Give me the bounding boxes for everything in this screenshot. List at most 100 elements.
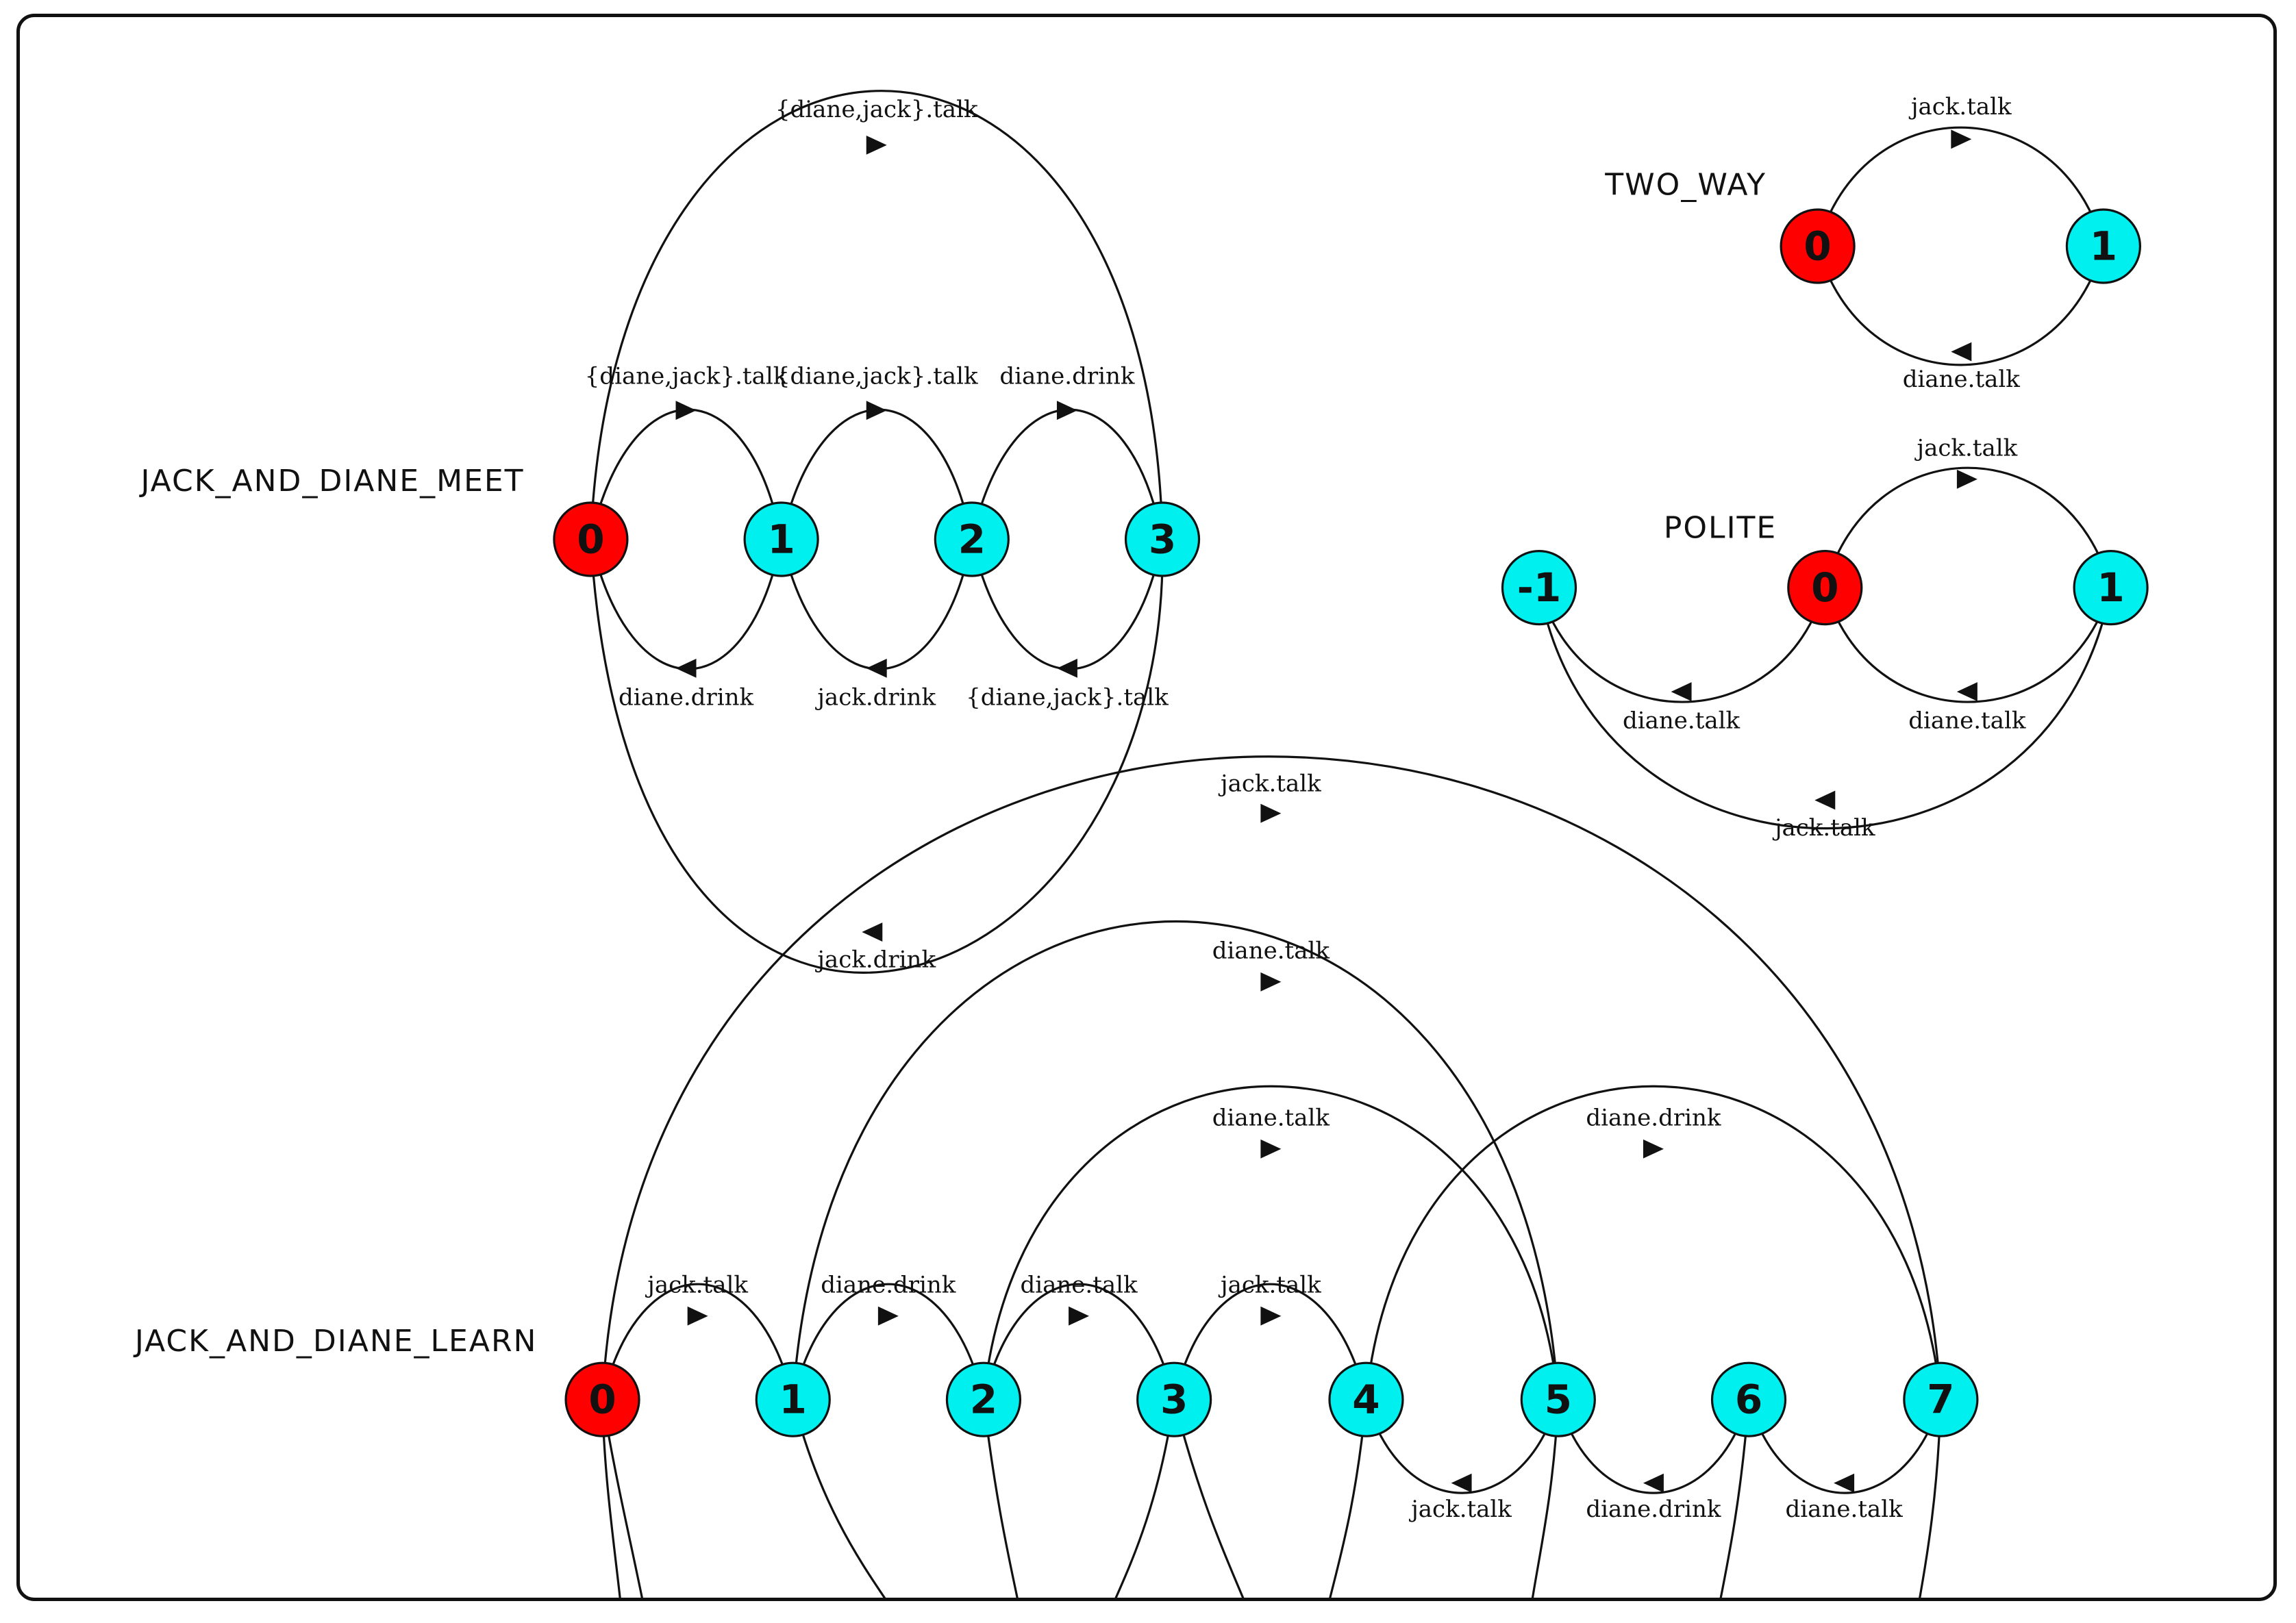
state-number: 3 <box>1160 1376 1188 1423</box>
meet-state-node: 1 <box>743 501 819 577</box>
learn-edge-arrow <box>1260 972 1282 992</box>
learn-edge-arrow <box>1260 1139 1282 1159</box>
learn-edge-arrow <box>1260 803 1282 823</box>
learn-state-node: 6 <box>1710 1361 1787 1437</box>
state-number: 6 <box>1735 1376 1762 1423</box>
diagram-frame <box>16 14 2277 1601</box>
transition-label: jack.talk <box>1914 435 2018 462</box>
learn-edge-4-to-7 <box>1364 1085 1942 1400</box>
transition-label: jack.talk <box>1218 1271 1321 1298</box>
two_way-edge-arrow <box>1951 342 1972 362</box>
polite-edge-arrow <box>1956 682 1977 701</box>
learn-edge-truncated <box>792 1399 895 1598</box>
two_way-state-node: 0 <box>1780 208 1856 284</box>
transition-label: jack.talk <box>1408 1496 1512 1523</box>
transition-label: jack.talk <box>1218 770 1321 798</box>
meet-edge-3-to-0 <box>589 539 1164 974</box>
meet-edge-arrow <box>866 658 887 678</box>
transition-label: diane.talk <box>1786 1496 1904 1523</box>
polite-edge-0-to-1 <box>1823 466 2112 588</box>
meet-state-node: 2 <box>934 501 1010 577</box>
learn-edge-truncated <box>1325 1399 1368 1598</box>
learn-edge-arrow <box>1260 1306 1282 1326</box>
transition-label: diane.drink <box>821 1271 956 1298</box>
meet-edge-arrow <box>866 135 887 155</box>
polite-edge-arrow <box>1814 790 1836 810</box>
learn-edge-5-to-4 <box>1364 1399 1560 1494</box>
polite-state-node: -1 <box>1501 550 1577 626</box>
transition-label: diane.talk <box>1212 1105 1330 1132</box>
state-number: -1 <box>1517 564 1561 611</box>
transition-label: diane.talk <box>1212 938 1330 965</box>
learn-edge-7-to-6 <box>1747 1399 1942 1494</box>
learn-edge-arrow <box>1643 1473 1664 1493</box>
learn-edge-0-to-7 <box>601 755 1942 1400</box>
transition-label: diane.drink <box>619 683 754 711</box>
learn-edge-2-to-5 <box>982 1085 1560 1400</box>
transition-label: diane.talk <box>1908 707 2026 735</box>
transition-label: diane.drink <box>999 363 1135 390</box>
state-number: 0 <box>1811 564 1838 611</box>
meet-edge-arrow <box>1056 658 1077 678</box>
transition-label: jack.drink <box>814 683 936 711</box>
learn-edge-truncated <box>1108 1399 1175 1598</box>
meet-edge-arrow <box>866 401 887 420</box>
two_way-edge-arrow <box>1951 129 1972 149</box>
polite-edge-arrow <box>1671 682 1692 701</box>
state-number: 1 <box>779 1376 807 1423</box>
learn-edge-2-to-3 <box>982 1283 1175 1400</box>
learn-edge-truncated <box>1173 1399 1250 1598</box>
learn-state-node: 1 <box>755 1361 831 1437</box>
state-number: 7 <box>1927 1376 1954 1423</box>
polite-edge-1-to--1 <box>1538 587 2112 830</box>
learn-state-node: 0 <box>564 1361 640 1437</box>
learn-state-node: 2 <box>945 1361 1022 1437</box>
state-number: 2 <box>958 516 986 563</box>
state-number: 3 <box>1149 516 1176 563</box>
transition-label: {diane,jack}.talk <box>775 363 978 390</box>
state-number: 0 <box>577 516 604 563</box>
learn-edge-arrow <box>687 1306 708 1326</box>
transition-label: diane.drink <box>1586 1496 1721 1523</box>
transition-label: diane.talk <box>1623 707 1740 735</box>
transition-label: jack.talk <box>1908 93 2012 121</box>
polite-edge-1-to-0 <box>1823 587 2112 703</box>
transition-label: {diane,jack}.talk <box>585 363 788 390</box>
state-number: 4 <box>1352 1376 1380 1423</box>
learn-edge-1-to-5 <box>792 920 1560 1400</box>
two_way-state-node: 1 <box>2065 208 2141 284</box>
learn-edge-arrow <box>1643 1139 1664 1159</box>
meet-title: JACK_AND_DIANE_MEET <box>138 464 524 499</box>
polite-edge-arrow <box>1956 469 1977 489</box>
polite-state-node: 1 <box>2073 550 2149 626</box>
learn-title: JACK_AND_DIANE_LEARN <box>133 1324 538 1359</box>
learn-edge-arrow <box>1451 1473 1472 1493</box>
two-way-title: TWO_WAY <box>1604 168 1767 203</box>
two_way-edge-1-to-0 <box>1817 246 2105 366</box>
meet-state-node: 0 <box>553 501 629 577</box>
learn-state-node: 5 <box>1520 1361 1596 1437</box>
state-number: 2 <box>970 1376 997 1423</box>
polite-edge-0-to--1 <box>1538 587 1826 703</box>
transition-label: diane.talk <box>1903 366 2021 393</box>
state-number: 0 <box>1804 223 1831 270</box>
polite-state-node: 0 <box>1787 550 1863 626</box>
meet-edge-arrow <box>675 658 697 678</box>
transition-label: {diane,jack}.talk <box>966 683 1169 711</box>
learn-edge-truncated <box>982 1399 1022 1598</box>
transition-label: jack.talk <box>1772 814 1875 842</box>
meet-edge-arrow <box>675 401 697 420</box>
learn-state-node: 7 <box>1903 1361 1979 1437</box>
learn-edge-arrow <box>877 1306 899 1326</box>
transition-label: diane.drink <box>1586 1105 1721 1132</box>
polite-title: POLITE <box>1664 510 1777 545</box>
state-number: 1 <box>2097 564 2124 611</box>
learn-edge-0-to-1 <box>601 1283 795 1400</box>
learn-state-node: 3 <box>1136 1361 1212 1437</box>
meet-edge-0-to-3 <box>589 90 1164 540</box>
transition-label: diane.talk <box>1020 1271 1138 1298</box>
learn-edge-arrow <box>1834 1473 1855 1493</box>
two_way-edge-0-to-1 <box>1817 126 2105 247</box>
transition-label: jack.drink <box>814 946 936 973</box>
